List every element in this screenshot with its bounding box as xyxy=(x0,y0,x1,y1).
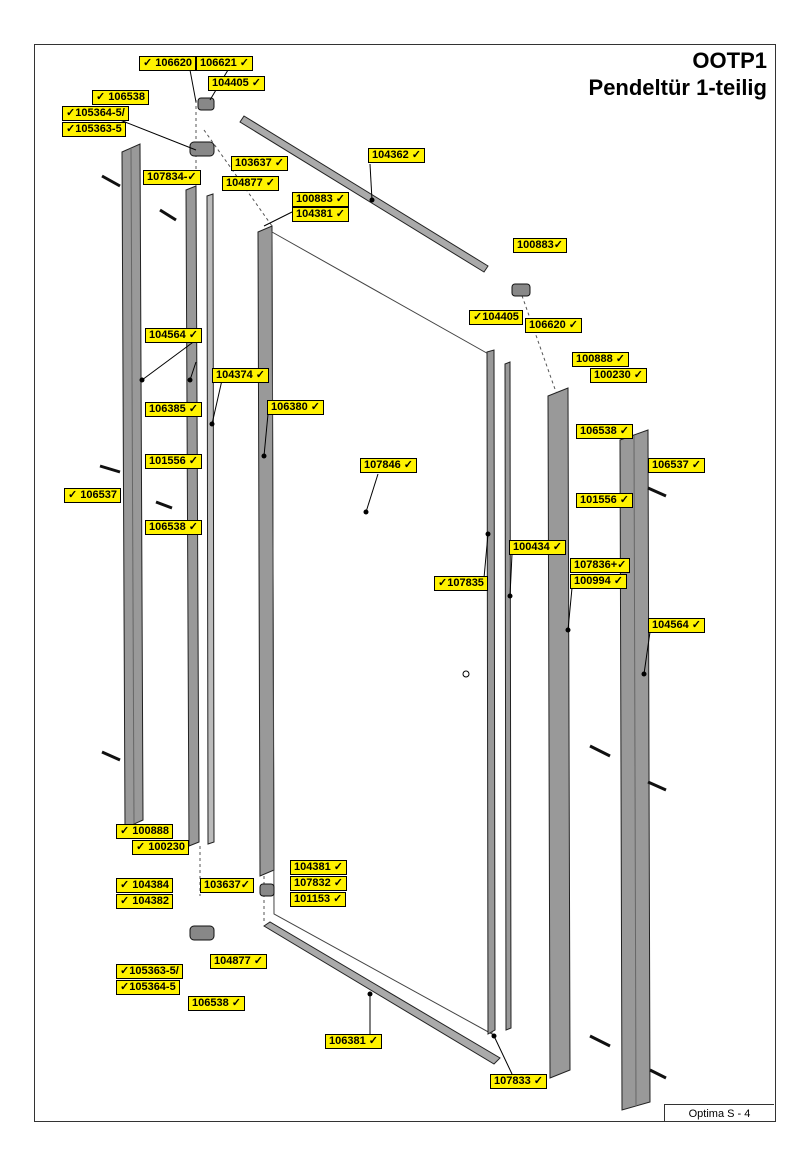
part-label: 107836+✓ xyxy=(570,558,631,573)
handle-strip xyxy=(486,349,496,1035)
glass-door xyxy=(271,231,493,1035)
drawing-code: OOTP1 xyxy=(692,48,767,73)
right-profile xyxy=(547,387,571,1079)
part-label: 100230 ✓ xyxy=(590,368,647,383)
part-label: 104374 ✓ xyxy=(212,368,269,383)
part-label: 104362 ✓ xyxy=(368,148,425,163)
part-label: 106537 ✓ xyxy=(648,458,705,473)
seal-104374 xyxy=(206,193,215,845)
part-label: 106380 ✓ xyxy=(267,400,324,415)
part-label: 100994 ✓ xyxy=(570,574,627,589)
door-knob xyxy=(462,670,470,678)
bottom-rail xyxy=(263,921,501,1065)
drawing-frame xyxy=(34,44,776,1122)
part-label: 106621 ✓ xyxy=(196,56,253,71)
part-label: 101556 ✓ xyxy=(145,454,202,469)
part-label: 104381 ✓ xyxy=(290,860,347,875)
part-label: 100888 ✓ xyxy=(572,352,629,367)
part-label: 107834-✓ xyxy=(143,170,201,185)
part-label: 104564 ✓ xyxy=(145,328,202,343)
part-label: 100883✓ xyxy=(513,238,567,253)
part-label: ✓ 104384 xyxy=(116,878,173,893)
part-label: ✓105364-5/ xyxy=(62,106,129,121)
part-label: 106381 ✓ xyxy=(325,1034,382,1049)
part-label: 107833 ✓ xyxy=(490,1074,547,1089)
part-label: 103637✓ xyxy=(200,878,254,893)
part-label: 100434 ✓ xyxy=(509,540,566,555)
part-label: 107846 ✓ xyxy=(360,458,417,473)
part-label: 107832 ✓ xyxy=(290,876,347,891)
part-label: ✓105364-5 xyxy=(116,980,180,995)
part-label: 106620 ✓ xyxy=(525,318,582,333)
part-label: 106538 ✓ xyxy=(145,520,202,535)
part-label: 103637 ✓ xyxy=(231,156,288,171)
part-label: 104405 ✓ xyxy=(208,76,265,91)
part-label: ✓ 106537 xyxy=(64,488,121,503)
door-hinge-profile xyxy=(257,225,275,877)
part-label: 106538 ✓ xyxy=(188,996,245,1011)
part-label: 104877 ✓ xyxy=(210,954,267,969)
title-block: OOTP1 Pendeltür 1-teilig xyxy=(589,48,767,102)
part-label: 101556 ✓ xyxy=(576,493,633,508)
part-label: ✓ 100230 xyxy=(132,840,189,855)
part-label: ✓105363-5 xyxy=(62,122,126,137)
strip-106385 xyxy=(185,185,200,847)
part-label: 101153 ✓ xyxy=(290,892,347,907)
part-label: 104877 ✓ xyxy=(222,176,279,191)
part-label: 104564 ✓ xyxy=(648,618,705,633)
footer-label: Optima S - 4 xyxy=(664,1104,774,1122)
part-label: 100883 ✓ xyxy=(292,192,349,207)
part-label: ✓107835 xyxy=(434,576,488,591)
drawing-subtitle: Pendeltür 1-teilig xyxy=(588,75,767,100)
top-rail xyxy=(239,115,489,273)
part-label: ✓104405 xyxy=(469,310,523,325)
part-label: 106538 ✓ xyxy=(576,424,633,439)
part-label: ✓ 106620 xyxy=(139,56,196,71)
part-label: ✓ 106538 xyxy=(92,90,149,105)
part-label: ✓ 104382 xyxy=(116,894,173,909)
part-label: 106385 ✓ xyxy=(145,402,202,417)
seal-100434 xyxy=(504,361,512,1031)
part-label: ✓ 100888 xyxy=(116,824,173,839)
part-label: 104381 ✓ xyxy=(292,207,349,222)
part-label: ✓105363-5/ xyxy=(116,964,183,979)
